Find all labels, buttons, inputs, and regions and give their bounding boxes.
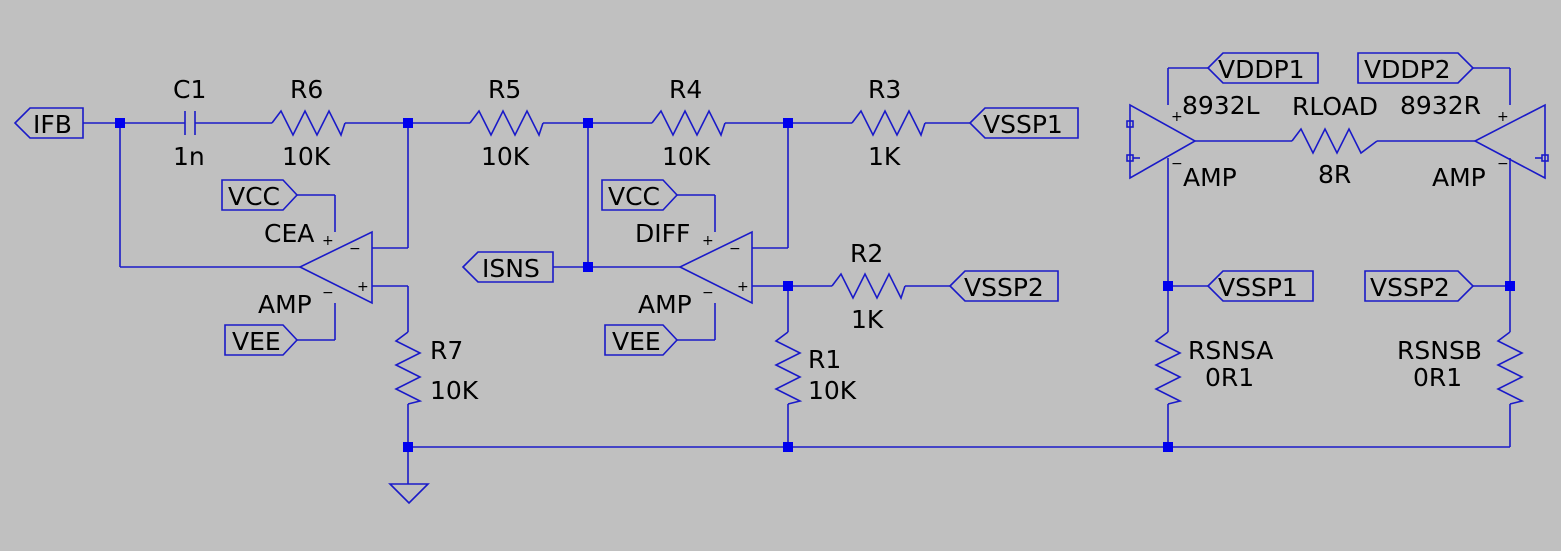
rsnsa-value: 0R1	[1205, 363, 1254, 392]
diff-value: AMP	[638, 290, 692, 319]
port-vddp1-shape	[1206, 52, 1319, 84]
junction-gnd-rsnsa	[1163, 442, 1173, 452]
port-ifb: IFB	[33, 110, 72, 139]
port-vddp2-shape	[1357, 52, 1475, 84]
amp-r-plus-mark: +	[1497, 109, 1509, 125]
junction-diff-plus	[783, 281, 793, 291]
port-vssp1-right-shape	[1206, 270, 1314, 302]
pin-marks: − + + − − + + − + − + −	[322, 109, 1509, 301]
resistor-rload-zigzag	[1291, 127, 1378, 155]
cea-vcc-plus-mark: +	[322, 233, 334, 249]
rsnsb-name: RSNSB	[1397, 336, 1482, 365]
port-ifb-shape	[13, 107, 84, 139]
diff-plus-mark: +	[737, 279, 749, 295]
opamp-cea-symbol	[298, 230, 373, 305]
junction-r5-r4	[583, 118, 593, 128]
rload-name: RLOAD	[1292, 92, 1378, 121]
port-vee2: VEE	[612, 327, 661, 356]
r3-value: 1K	[868, 142, 901, 171]
cea-minus-mark: −	[349, 241, 361, 257]
r6-value: 10K	[282, 142, 331, 171]
amp-8932r-value: AMP	[1432, 163, 1486, 192]
resistor-rsnsb-zigzag	[1496, 331, 1525, 405]
r6-name: R6	[290, 75, 323, 104]
port-vssp1-right: VSSP1	[1218, 273, 1298, 302]
port-vssp1-top-shape	[968, 107, 1079, 139]
resistor-r3-zigzag	[851, 109, 926, 138]
rsnsa-name: RSNSA	[1188, 336, 1273, 365]
r3-name: R3	[868, 75, 901, 104]
c1-name: C1	[173, 75, 206, 104]
port-labels: IFB VSSP1 ISNS VSSP2 VCC VEE VCC VEE VDD…	[33, 55, 1451, 356]
diff-minus-mark: −	[729, 241, 741, 257]
r2-name: R2	[850, 239, 883, 268]
port-vddp2: VDDP2	[1364, 55, 1451, 84]
junction-gnd-r1	[783, 442, 793, 452]
junction-r4-r3	[783, 118, 793, 128]
amp-8932l-name: 8932L	[1182, 91, 1260, 120]
resistor-rsnsa-zigzag	[1154, 331, 1183, 405]
diff-vee-minus-mark: −	[702, 285, 714, 301]
resistor-r2-zigzag	[831, 272, 906, 301]
junction-gnd-r7	[403, 442, 413, 452]
port-vssp2-mid-shape	[948, 270, 1059, 302]
port-vssp2-right-shape	[1364, 270, 1475, 302]
c1-value: 1n	[173, 142, 205, 171]
port-vssp1-top: VSSP1	[983, 110, 1063, 139]
port-vddp1: VDDP1	[1218, 55, 1305, 84]
resistor-r6-zigzag	[271, 109, 346, 138]
r5-value: 10K	[481, 142, 530, 171]
port-vee1-shape	[224, 324, 299, 356]
r1-value: 10K	[808, 376, 857, 405]
resistor-r5-zigzag	[469, 109, 544, 138]
junction-vssp1-right	[1163, 281, 1173, 291]
diff-vcc-plus-mark: +	[702, 233, 714, 249]
resistor-symbols	[271, 109, 1525, 405]
cea-vee-minus-mark: −	[322, 285, 334, 301]
junction-isns	[583, 262, 593, 272]
rsnsb-value: 0R1	[1413, 363, 1462, 392]
junction-ifb	[115, 118, 125, 128]
port-flags	[13, 52, 1475, 356]
port-vssp2-mid: VSSP2	[964, 273, 1044, 302]
opamp-diff-symbol	[678, 230, 753, 305]
port-vee1: VEE	[232, 327, 281, 356]
resistor-r4-zigzag	[651, 109, 726, 138]
capacitor-c1-symbol	[184, 111, 196, 135]
cea-name: CEA	[264, 219, 314, 248]
amp-r-minus-mark: −	[1497, 156, 1509, 172]
r4-value: 10K	[662, 142, 711, 171]
junctions	[115, 118, 1515, 452]
amp-l-minus-mark: −	[1171, 156, 1183, 172]
r1-name: R1	[808, 345, 841, 374]
port-vcc2: VCC	[608, 182, 660, 211]
component-labels: C1 1n R6 10K R5 10K R4 10K R3 1K R2 1K R…	[173, 75, 1486, 405]
port-isns-shape	[461, 251, 554, 283]
r5-name: R5	[488, 75, 521, 104]
port-vcc1: VCC	[228, 182, 280, 211]
rload-value: 8R	[1318, 160, 1351, 189]
port-vssp2-right: VSSP2	[1370, 273, 1450, 302]
amp-8932l-value: AMP	[1183, 163, 1237, 192]
cea-value: AMP	[258, 290, 312, 319]
port-isns: ISNS	[482, 254, 540, 283]
amp-l-plus-mark: +	[1171, 109, 1183, 125]
r4-name: R4	[669, 75, 702, 104]
diff-name: DIFF	[635, 219, 690, 248]
port-vee2-shape	[604, 324, 679, 356]
r7-name: R7	[430, 336, 463, 365]
junction-vssp2-right	[1505, 281, 1515, 291]
cea-plus-mark: +	[357, 279, 369, 295]
amp-8932r-name: 8932R	[1400, 91, 1481, 120]
r2-value: 1K	[851, 305, 884, 334]
resistor-r1-zigzag	[774, 331, 803, 405]
resistor-r7-zigzag	[394, 331, 423, 405]
amp-8932l-symbol	[1126, 103, 1197, 180]
r7-value: 10K	[430, 376, 479, 405]
port-vcc2-shape	[601, 179, 679, 211]
amp-8932r-symbol	[1473, 103, 1549, 180]
port-vcc1-shape	[221, 179, 299, 211]
junction-r6-r5	[403, 118, 413, 128]
